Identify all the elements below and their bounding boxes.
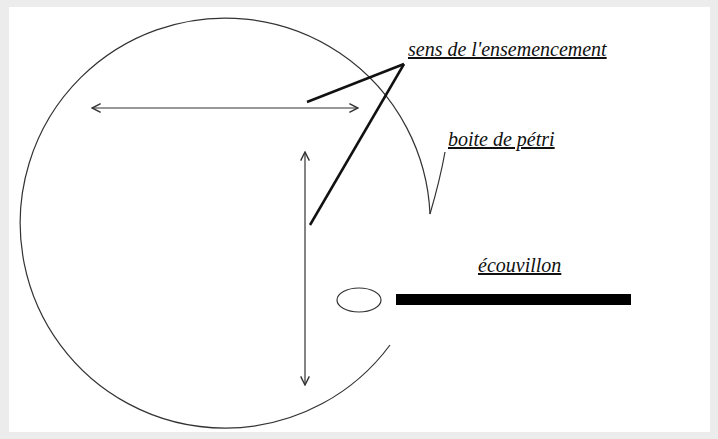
label-text: sens de l'ensemencement [408, 38, 607, 60]
label-text: écouvillon [478, 254, 561, 276]
background [9, 7, 710, 432]
direction-arrow [304, 152, 305, 385]
swab-handle [396, 294, 631, 305]
label-text: boite de pétri [448, 128, 555, 150]
leader-line [430, 152, 445, 214]
petri-dish [20, 18, 430, 428]
leader-line [307, 64, 404, 102]
leader-line [310, 64, 404, 225]
direction-arrow [92, 107, 358, 108]
swab-tip [337, 288, 381, 312]
